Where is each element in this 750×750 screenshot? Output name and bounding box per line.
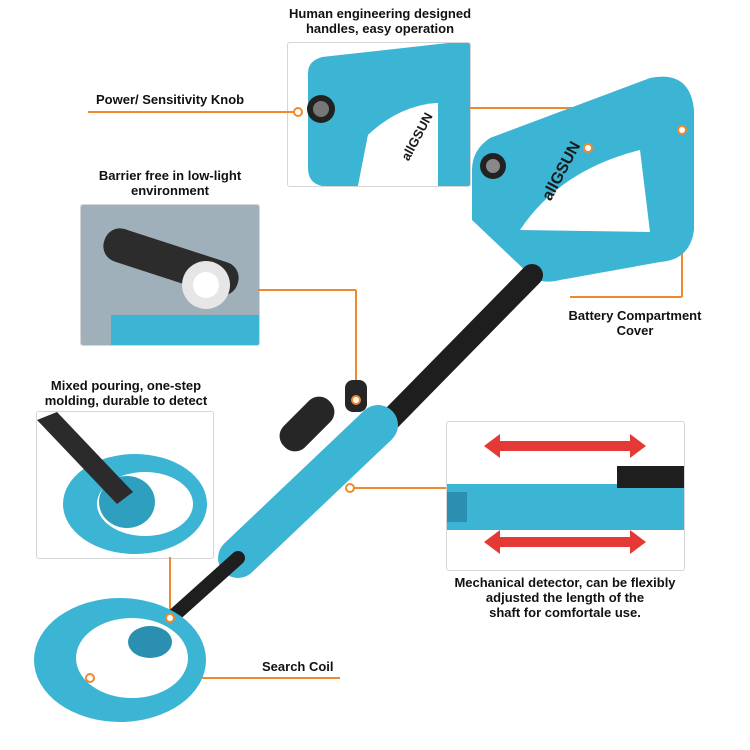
coil-inset — [36, 411, 214, 559]
shaft-caption-line3: shaft for comfortale use. — [489, 605, 641, 620]
molding-caption: Mixed pouring, one-step molding, durable… — [26, 378, 226, 408]
shaft-caption-line1: Mechanical detector, can be flexibly — [454, 575, 676, 590]
shaft-caption-line2: adjusted the length of the — [485, 590, 645, 605]
handle-closeup-illustration — [307, 43, 470, 186]
light-caption-line2: environment — [130, 183, 209, 198]
battery-caption: Battery Compartment Cover — [560, 308, 710, 338]
light-caption-line1: Barrier free in low-light — [98, 168, 242, 183]
handle-inset — [287, 42, 471, 187]
shaft-caption: Mechanical detector, can be flexibly adj… — [420, 575, 710, 620]
search-coil — [34, 598, 206, 722]
molding-caption-line2: molding, durable to detect — [44, 393, 208, 408]
detector-handle — [472, 76, 694, 282]
handle-caption-line1: Human engineering designed — [288, 6, 472, 21]
double-arrow-icon — [484, 434, 646, 554]
knob-caption: Power/ Sensitivity Knob — [96, 92, 245, 107]
flashlight-inset — [80, 204, 260, 346]
coil-closeup-illustration — [37, 412, 207, 554]
molding-caption-line1: Mixed pouring, one-step — [50, 378, 202, 393]
battery-caption-line2: Cover — [616, 323, 654, 338]
light-caption: Barrier free in low-light environment — [70, 168, 270, 198]
coil-caption: Search Coil — [262, 659, 334, 674]
handle-caption: Human engineering designed handles, easy… — [270, 6, 490, 36]
shaft-closeup-illustration — [447, 466, 684, 530]
flashlight-closeup-illustration — [81, 205, 259, 345]
handle-caption-line2: handles, easy operation — [305, 21, 455, 36]
leader-dots — [85, 107, 687, 683]
battery-caption-line1: Battery Compartment — [568, 308, 702, 323]
